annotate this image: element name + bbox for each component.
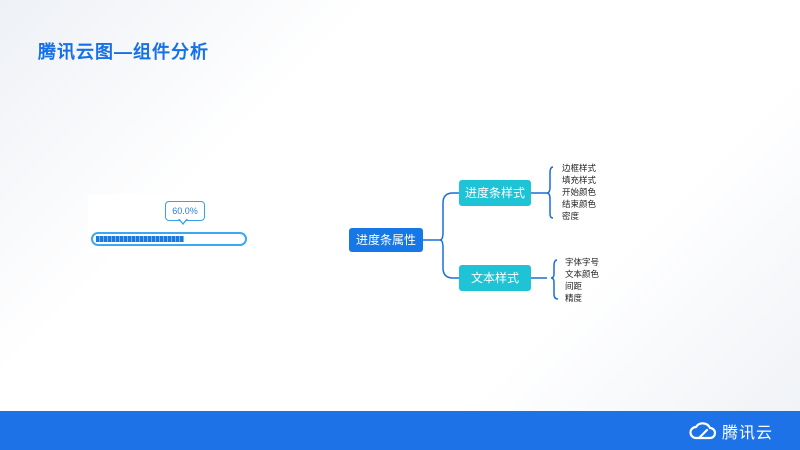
connector-leaves1 (531, 166, 554, 219)
leaf-text-color: 文本颜色 (565, 269, 600, 279)
connector-leaves2 (531, 259, 559, 300)
cloud-icon (689, 422, 717, 440)
connector-branch1 (439, 192, 459, 241)
leaf-font-size: 字体字号 (565, 257, 600, 267)
leaf-border-style: 边框样式 (562, 163, 597, 173)
tooltip-tail-inner (179, 218, 187, 223)
connector-branch2 (439, 239, 459, 279)
brand-name: 腾讯云 (722, 425, 774, 442)
mindmap-branch-progress-style: 进度条样式 (459, 180, 531, 206)
page-title: 腾讯云图—组件分析 (38, 42, 209, 62)
leaf-density: 密度 (562, 211, 580, 221)
footer-bar (0, 411, 800, 450)
progress-bar-track (91, 232, 247, 246)
leaf-fill-style: 填充样式 (562, 175, 597, 185)
mindmap-root-node: 进度条属性 (349, 228, 423, 252)
leaf-spacing: 间距 (565, 281, 583, 291)
leaf-precision: 精度 (565, 293, 583, 303)
progress-bar-fill (96, 236, 184, 242)
leaf-start-color: 开始颜色 (562, 187, 597, 197)
leaf-end-color: 结束颜色 (562, 199, 597, 209)
brand-logo: 腾讯云 (688, 418, 773, 444)
mindmap-branch-text-style: 文本样式 (459, 265, 531, 291)
